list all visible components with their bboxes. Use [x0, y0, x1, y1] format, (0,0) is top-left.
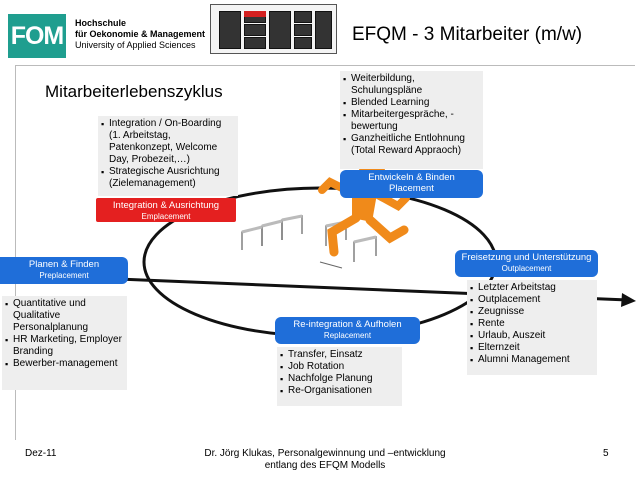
- develop-box: Weiterbildung, Schulungspläne Blended Le…: [340, 71, 483, 169]
- label-freisetzung: Freisetzung und Unterstützung Outplaceme…: [455, 250, 598, 277]
- label-integration: Integration & Ausrichtung Emplacement: [96, 198, 236, 222]
- list-item: Re-Organisationen: [280, 385, 399, 397]
- footer-author: Dr. Jörg Klukas, Personalgewinnung und –…: [204, 448, 446, 471]
- list-item: Transfer, Einsatz: [280, 349, 399, 361]
- list-item: Ganzheitliche Entlohnung (Total Reward A…: [343, 133, 480, 157]
- efqm-model-thumbnail: [210, 4, 337, 54]
- list-item: Integration / On-Boarding (1. Arbeitstag…: [101, 118, 235, 166]
- content-frame: [15, 65, 635, 440]
- label-reintegration-sub: Replacement: [323, 331, 372, 340]
- list-item: Letzter Arbeitstag: [470, 282, 594, 294]
- list-item: Alumni Management: [470, 354, 594, 366]
- list-item: Bewerber-management: [5, 358, 124, 370]
- onboarding-box: Integration / On-Boarding (1. Arbeitstag…: [98, 116, 238, 196]
- footer-date: Dez-11: [25, 448, 57, 459]
- freisetzung-box: Letzter Arbeitstag Outplacement Zeugniss…: [467, 280, 597, 375]
- label-entwickeln: Entwickeln & Binden Placement: [340, 170, 483, 198]
- planen-box: Quantitative und Qualitative Personalpla…: [2, 296, 127, 390]
- list-item: HR Marketing, Employer Branding: [5, 334, 124, 358]
- label-entwickeln-text: Entwickeln & Binden: [368, 172, 455, 183]
- list-item: Mitarbeitergespräche, -bewertung: [343, 109, 480, 133]
- list-item: Quantitative und Qualitative Personalpla…: [5, 298, 124, 334]
- label-entwickeln-sub: Placement: [389, 183, 434, 194]
- label-planen-text: Planen & Finden: [28, 259, 100, 270]
- list-item: Strategische Ausrichtung (Zielemanagemen…: [101, 166, 235, 190]
- label-reintegration: Re-integration & Aufholen Replacement: [275, 317, 420, 344]
- label-planen-sub: Preplacement: [39, 271, 89, 280]
- logo-line-3: University of Applied Sciences: [75, 40, 196, 50]
- logo-line-2: für Oekonomie & Management: [75, 29, 206, 39]
- label-reintegration-text: Re-integration & Aufholen: [293, 319, 402, 330]
- list-item: Zeugnisse: [470, 306, 594, 318]
- label-planen: Planen & Finden Preplacement: [0, 257, 128, 284]
- list-item: Job Rotation: [280, 361, 399, 373]
- list-item: Nachfolge Planung: [280, 373, 399, 385]
- list-item: Blended Learning: [343, 97, 480, 109]
- label-integration-sub: Emplacement: [141, 212, 191, 221]
- reintegration-box: Transfer, Einsatz Job Rotation Nachfolge…: [277, 347, 402, 406]
- label-freisetzung-sub: Outplacement: [501, 264, 552, 273]
- list-item: Rente: [470, 318, 594, 330]
- label-integration-text: Integration & Ausrichtung: [112, 200, 220, 211]
- fom-logo: FOM: [8, 14, 66, 58]
- logo-line-1: Hochschule: [75, 18, 127, 28]
- page-number: 5: [603, 448, 609, 459]
- cycle-title: Mitarbeiterlebenszyklus: [45, 82, 223, 101]
- slide-title: EFQM - 3 Mitarbeiter (m/w): [352, 24, 583, 45]
- list-item: Outplacement: [470, 294, 594, 306]
- label-freisetzung-text: Freisetzung und Unterstützung: [461, 252, 592, 263]
- list-item: Elternzeit: [470, 342, 594, 354]
- list-item: Urlaub, Auszeit: [470, 330, 594, 342]
- list-item: Weiterbildung, Schulungspläne: [343, 73, 480, 97]
